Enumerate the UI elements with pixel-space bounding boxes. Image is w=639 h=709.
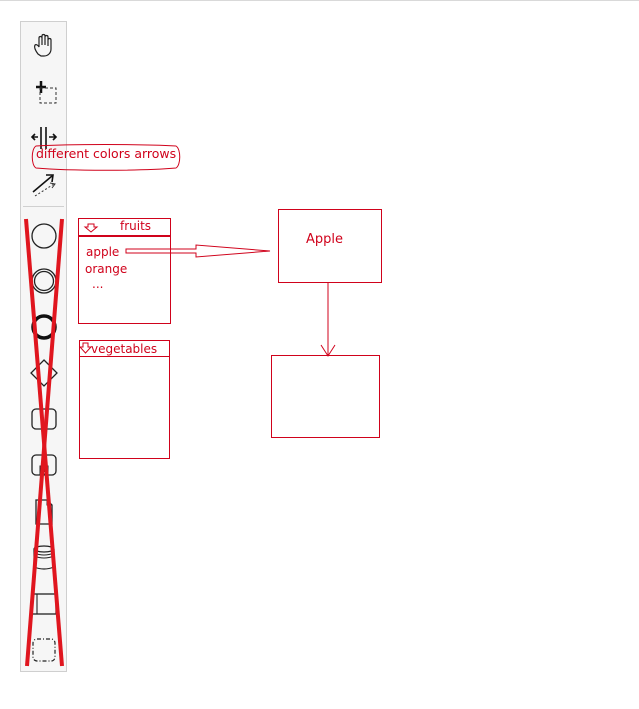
annotation-label: different colors arrows [36, 146, 177, 161]
vegetables-header-bar [79, 340, 170, 357]
fruits-header-bar [78, 218, 171, 237]
fruits-title: fruits [120, 219, 152, 233]
apple-to-node-arrow [125, 244, 271, 258]
vegetables-title: vegetables [91, 342, 158, 356]
connect-tool-icon[interactable] [30, 170, 58, 198]
gateway-icon[interactable] [29, 358, 59, 388]
palette-separator [23, 206, 64, 207]
group-icon[interactable] [29, 635, 59, 665]
tool-palette [20, 21, 67, 672]
apple-node[interactable] [278, 209, 382, 283]
top-border [0, 0, 639, 1]
marquee-tool-icon[interactable] [30, 78, 58, 106]
start-event-icon[interactable] [29, 221, 59, 251]
fruits-item-orange[interactable]: orange [85, 262, 128, 276]
vegetables-collapse-arrow-icon[interactable] [78, 342, 93, 354]
empty-node[interactable] [271, 355, 380, 438]
annotation-callout-shape [31, 144, 181, 171]
node-to-node-arrowhead [320, 344, 336, 357]
fruits-collapse-arrow-icon[interactable] [83, 223, 99, 233]
fruits-item-apple[interactable]: apple [86, 245, 120, 259]
hand-tool-icon[interactable] [30, 32, 58, 60]
apple-node-label: Apple [306, 232, 344, 247]
fruits-item-more: ... [92, 277, 104, 291]
